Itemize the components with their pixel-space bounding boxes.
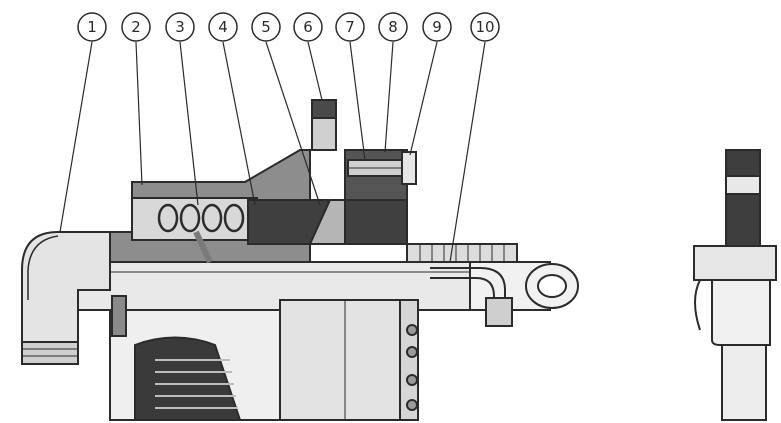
callout-4: 4	[208, 12, 238, 42]
callout-number: 2	[131, 18, 141, 36]
lug	[311, 99, 337, 151]
threaded-collar	[406, 243, 518, 263]
bolt	[347, 151, 417, 185]
side-view	[693, 149, 777, 421]
callout-6: 6	[293, 12, 323, 42]
callout-number: 6	[303, 18, 313, 36]
callout-number: 7	[345, 18, 355, 36]
callout-8: 8	[378, 12, 408, 42]
callout-number: 4	[218, 18, 228, 36]
callout-10: 10	[470, 12, 500, 42]
pipe-end-tube	[469, 261, 579, 311]
callout-circle	[208, 12, 238, 42]
callout-circle	[121, 12, 151, 42]
callout-number: 3	[175, 18, 185, 36]
callout-number: 9	[432, 18, 442, 36]
seal-ring-left	[111, 295, 127, 337]
callout-7: 7	[335, 12, 365, 42]
callouts: 1 2 3 4 5 6 7 8 9 10	[77, 12, 500, 42]
callout-1: 1	[77, 12, 107, 42]
callout-circle	[77, 12, 107, 42]
callout-circle	[165, 12, 195, 42]
callout-number: 8	[388, 18, 398, 36]
callout-number: 1	[87, 18, 97, 36]
elbow-fitting	[21, 231, 111, 365]
callout-circle	[251, 12, 281, 42]
callout-5: 5	[251, 12, 281, 42]
threaded-port	[134, 336, 242, 421]
callout-2: 2	[121, 12, 151, 42]
callout-9: 9	[422, 12, 452, 42]
callout-circle	[470, 12, 500, 42]
callout-circle	[422, 12, 452, 42]
callout-circle	[293, 12, 323, 42]
callout-3: 3	[165, 12, 195, 42]
callout-circle	[335, 12, 365, 42]
callout-number: 5	[261, 18, 271, 36]
spring	[157, 203, 245, 264]
leader-lines	[59, 41, 486, 263]
callout-circle	[378, 12, 408, 42]
inner-tube-bend	[430, 267, 513, 327]
callout-number: 10	[475, 18, 494, 36]
